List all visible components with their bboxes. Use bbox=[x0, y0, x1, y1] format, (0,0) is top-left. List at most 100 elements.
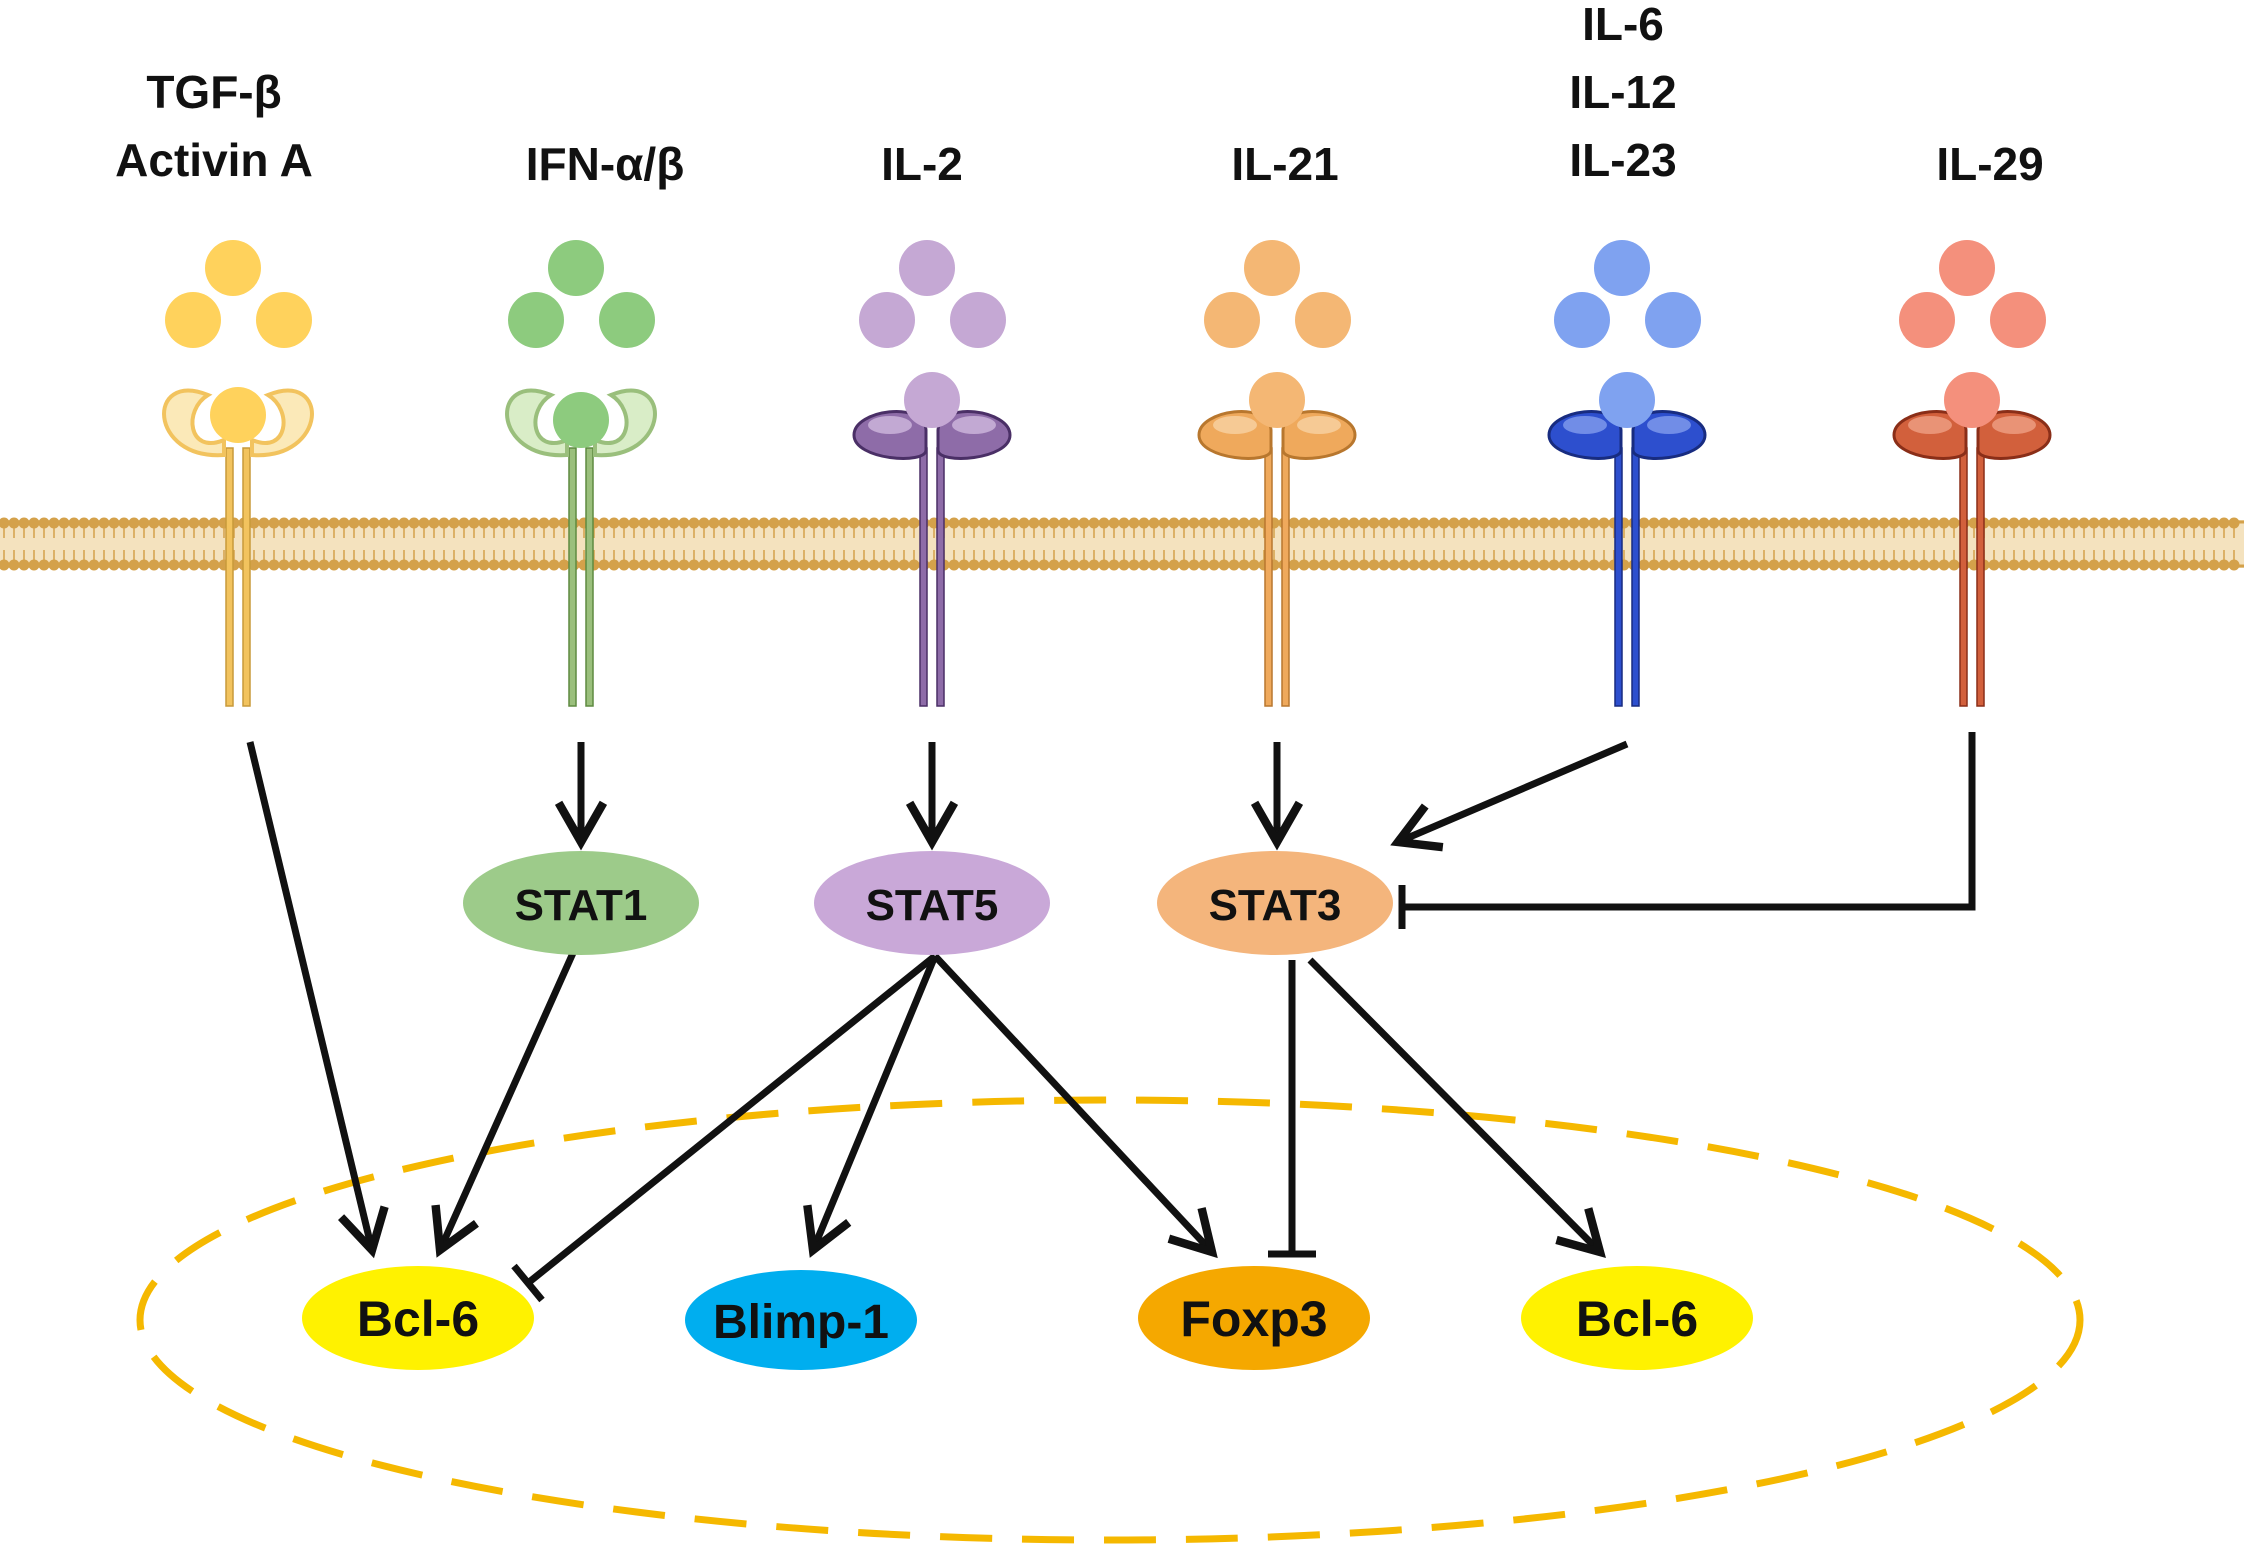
gene-nodes: Bcl-6 Blimp-1 Foxp3 Bcl-6 bbox=[302, 1266, 1753, 1370]
lipid-head bbox=[1838, 559, 1850, 571]
lipid-head bbox=[628, 559, 640, 571]
lipid-head bbox=[1008, 559, 1020, 571]
lipid-head bbox=[1948, 517, 1960, 529]
lipid-head bbox=[648, 559, 660, 571]
lipid-head bbox=[558, 517, 570, 529]
lipid-head bbox=[148, 559, 160, 571]
lipid-head bbox=[768, 517, 780, 529]
lipid-head bbox=[2038, 517, 2050, 529]
lipid-head bbox=[2118, 559, 2130, 571]
lipid-head bbox=[648, 517, 660, 529]
lipid-head bbox=[658, 517, 670, 529]
lipid-head bbox=[418, 517, 430, 529]
lipid-head bbox=[1648, 559, 1660, 571]
lipid-head bbox=[158, 517, 170, 529]
lipid-head bbox=[2058, 517, 2070, 529]
lipid-head bbox=[1328, 517, 1340, 529]
lipid-head bbox=[638, 559, 650, 571]
stat-nodes: STAT1 STAT5 STAT3 bbox=[463, 851, 1393, 955]
lipid-head bbox=[1828, 559, 1840, 571]
lipid-head bbox=[1388, 517, 1400, 529]
foxp3-label: Foxp3 bbox=[1180, 1291, 1327, 1347]
lipid-head bbox=[1198, 559, 1210, 571]
lipid-head bbox=[868, 517, 880, 529]
lipid-head bbox=[678, 517, 690, 529]
lipid-head bbox=[1398, 559, 1410, 571]
lipid-head bbox=[1908, 559, 1920, 571]
lipid-head bbox=[488, 517, 500, 529]
lipid-head bbox=[1468, 559, 1480, 571]
lipid-head bbox=[28, 517, 40, 529]
lipid-head bbox=[318, 517, 330, 529]
lipid-head bbox=[1638, 559, 1650, 571]
lipid-head bbox=[1728, 517, 1740, 529]
lipid-head bbox=[58, 559, 70, 571]
receptor-il29 bbox=[1892, 240, 2052, 707]
lipid-head bbox=[728, 559, 740, 571]
lipid-head bbox=[2028, 559, 2040, 571]
lipid-head bbox=[658, 559, 670, 571]
lipid-head bbox=[1348, 517, 1360, 529]
ligand-label-il2: IL-2 bbox=[881, 138, 963, 190]
lipid-head bbox=[998, 517, 1010, 529]
lipid-head bbox=[1868, 517, 1880, 529]
lipid-head bbox=[98, 559, 110, 571]
lipid-head bbox=[1528, 559, 1540, 571]
lipid-head bbox=[2108, 559, 2120, 571]
lipid-head bbox=[1328, 559, 1340, 571]
receptor-stalk bbox=[225, 447, 234, 707]
lipid-head bbox=[68, 517, 80, 529]
lipid-head bbox=[2108, 517, 2120, 529]
lipid-head bbox=[368, 559, 380, 571]
lipid-head bbox=[288, 559, 300, 571]
lipid-head bbox=[518, 517, 530, 529]
receptor-stalk bbox=[919, 447, 928, 707]
receptors bbox=[162, 240, 2052, 707]
arrow-stat3-to-bcl6 bbox=[1307, 957, 1606, 1259]
lipid-head bbox=[8, 517, 20, 529]
lipid-head bbox=[458, 517, 470, 529]
lipid-head bbox=[2218, 517, 2230, 529]
lipid-head bbox=[408, 559, 420, 571]
lipid-head bbox=[788, 517, 800, 529]
lipid-head bbox=[1588, 517, 1600, 529]
lipid-head bbox=[1668, 517, 1680, 529]
lipid-head bbox=[718, 517, 730, 529]
lipid-head bbox=[1148, 559, 1160, 571]
lipid-head bbox=[1458, 517, 1470, 529]
lipid-head bbox=[1918, 517, 1930, 529]
lipid-head bbox=[478, 559, 490, 571]
lipid-head bbox=[308, 517, 320, 529]
lipid-head bbox=[1318, 559, 1330, 571]
lipid-head bbox=[1928, 559, 1940, 571]
lipid-head bbox=[208, 559, 220, 571]
lipid-head bbox=[668, 559, 680, 571]
lipid-head bbox=[2228, 559, 2240, 571]
lipid-head bbox=[438, 517, 450, 529]
lipid-head bbox=[1428, 517, 1440, 529]
receptor-stalk bbox=[936, 447, 945, 707]
lipid-head bbox=[1318, 517, 1330, 529]
lipid-head bbox=[1368, 517, 1380, 529]
lipid-head bbox=[948, 517, 960, 529]
lipid-head bbox=[978, 559, 990, 571]
lipid-head bbox=[1248, 517, 1260, 529]
lipid-head bbox=[898, 559, 910, 571]
lipid-head bbox=[1498, 517, 1510, 529]
lipid-head bbox=[748, 517, 760, 529]
lipid-head bbox=[1588, 559, 1600, 571]
lipid-head bbox=[48, 517, 60, 529]
arrow-stat5-to-blimp1 bbox=[803, 954, 939, 1258]
lipid-head bbox=[1818, 517, 1830, 529]
lipid-head bbox=[1798, 559, 1810, 571]
ligand-molecule-il2 bbox=[859, 292, 915, 348]
lipid-head bbox=[1668, 559, 1680, 571]
lipid-head bbox=[848, 559, 860, 571]
lipid-head bbox=[1368, 559, 1380, 571]
lipid-head bbox=[1178, 517, 1190, 529]
receptor-il6 bbox=[1547, 240, 1707, 707]
lipid-head bbox=[2028, 517, 2040, 529]
lipid-head bbox=[1418, 517, 1430, 529]
lipid-head bbox=[268, 559, 280, 571]
lipid-head bbox=[318, 559, 330, 571]
